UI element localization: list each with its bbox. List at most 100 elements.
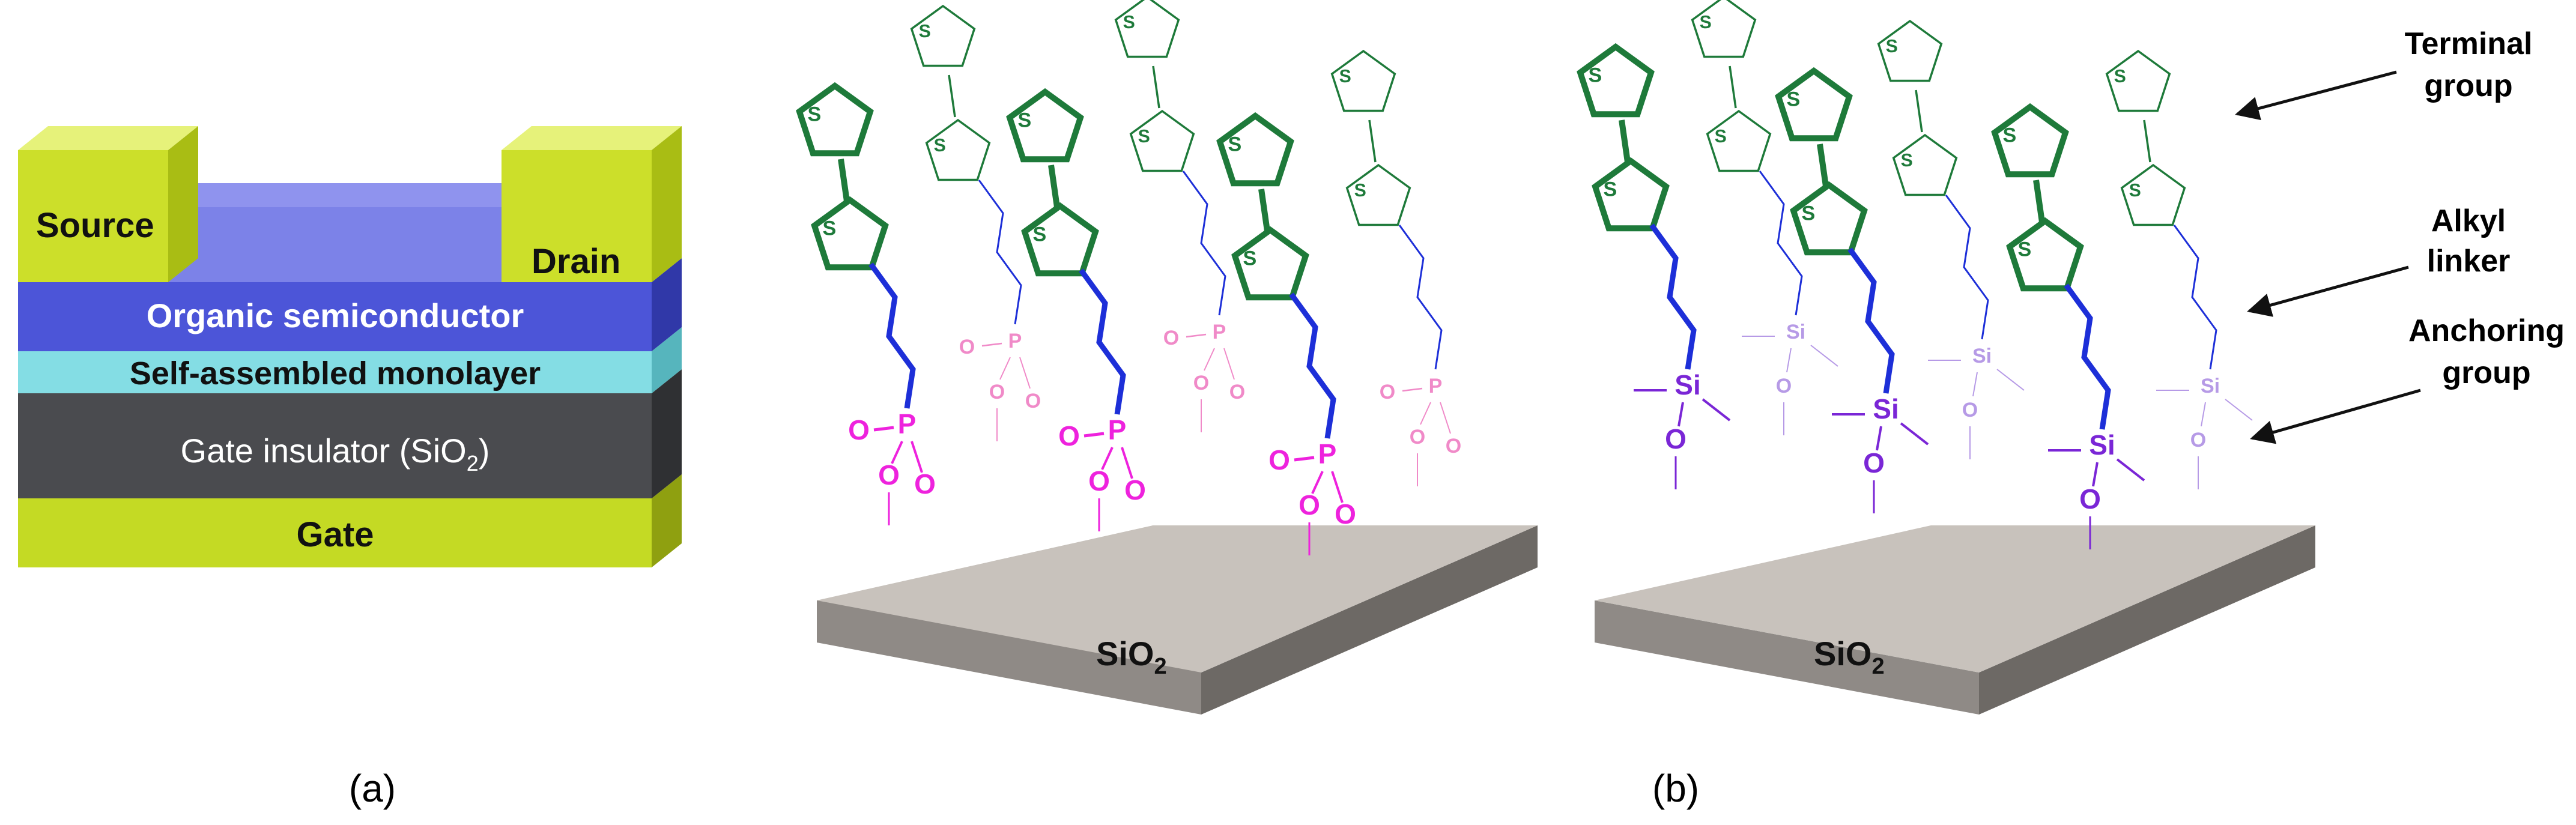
sulfur-atom: S bbox=[1138, 127, 1150, 147]
phosphorus-atom: P bbox=[898, 408, 917, 440]
ring-bond bbox=[838, 159, 850, 202]
si-methyl-bond bbox=[1996, 369, 2025, 391]
phosphorus-atom: P bbox=[1008, 330, 1022, 352]
terminal-arrow bbox=[2235, 70, 2397, 121]
thiophene-ring bbox=[1790, 181, 1868, 256]
sulfur-atom: S bbox=[1123, 13, 1135, 32]
p-o-bond bbox=[891, 441, 903, 464]
thiophene-ring bbox=[1592, 157, 1670, 232]
source-label: Source bbox=[36, 206, 154, 245]
caption-b: (b) bbox=[1652, 767, 1699, 810]
terminal-label-line1: Terminal bbox=[2405, 26, 2533, 61]
p-o-double-bond bbox=[1186, 333, 1207, 338]
ring-bond bbox=[1619, 119, 1631, 163]
p-o-bond bbox=[1420, 402, 1431, 425]
p-o-bond bbox=[1204, 348, 1215, 371]
sulfur-atom: S bbox=[2003, 124, 2017, 147]
oxygen-atom: O bbox=[1863, 447, 1885, 479]
oxygen-atom: O bbox=[1410, 426, 1425, 449]
p-o-bond bbox=[1440, 402, 1451, 434]
caption-a: (a) bbox=[349, 767, 396, 810]
thiophene-ring bbox=[1231, 226, 1309, 301]
oxygen-atom: O bbox=[1299, 489, 1320, 521]
p-o-double-bond bbox=[1402, 387, 1423, 392]
si-o-bond bbox=[2201, 402, 2206, 427]
oxygen-double-bond: O bbox=[959, 336, 975, 358]
sulfur-atom: S bbox=[1715, 127, 1727, 147]
sulfur-atom: S bbox=[1604, 178, 1617, 201]
si-methyl-bond bbox=[1900, 422, 1929, 446]
ring-bond bbox=[1152, 65, 1160, 109]
terminal-group-annotation: Terminal group bbox=[2235, 26, 2533, 121]
silicon-atom: Si bbox=[2201, 375, 2220, 397]
p-o-bond bbox=[1311, 471, 1324, 494]
sam-layer bbox=[18, 327, 682, 393]
thiophene-ring bbox=[1330, 49, 1396, 112]
sulfur-atom: S bbox=[1700, 13, 1712, 32]
thiophene-ring bbox=[796, 82, 874, 157]
alkyl-linker bbox=[1945, 195, 1989, 340]
p-o-bond bbox=[999, 357, 1011, 380]
thiophene-ring bbox=[2105, 49, 2171, 112]
p-o-bond bbox=[911, 441, 923, 473]
gate-insulator-label: Gate insulator (SiO2) bbox=[181, 432, 490, 476]
anchoring-label-line1: Anchoring bbox=[2408, 313, 2565, 348]
si-o-bond bbox=[2092, 462, 2099, 487]
alkyl-linker bbox=[978, 180, 1022, 325]
oxygen-atom: O bbox=[1193, 372, 1209, 394]
oxygen-atom: O bbox=[914, 468, 936, 500]
anchoring-arrow bbox=[2250, 388, 2421, 444]
thiophene-ring bbox=[1577, 43, 1655, 118]
semiconductor-layer bbox=[18, 183, 682, 351]
source-electrode bbox=[18, 126, 198, 282]
oxygen-atom: O bbox=[1962, 399, 1978, 422]
thiophene-ring bbox=[1216, 112, 1294, 187]
oxygen-double-bond: O bbox=[1268, 444, 1290, 476]
phosphorus-atom: P bbox=[1213, 321, 1226, 343]
substrate-left: SiO2 bbox=[817, 525, 1538, 715]
p-o-bond bbox=[1223, 348, 1235, 380]
si-methyl-bond bbox=[2116, 458, 2145, 482]
alkyl-label-line2: linker bbox=[2427, 244, 2511, 279]
phosphorus-atom: P bbox=[1108, 414, 1127, 446]
ring-bond bbox=[2143, 119, 2151, 163]
p-o-double-bond bbox=[873, 426, 894, 432]
si-o-bond bbox=[1677, 402, 1684, 427]
sulfur-atom: S bbox=[808, 103, 822, 126]
drain-label: Drain bbox=[532, 242, 620, 281]
thiophene-ring bbox=[1991, 103, 2069, 178]
oxygen-atom: O bbox=[2190, 429, 2206, 452]
si-methyl-bond bbox=[1702, 398, 1731, 422]
silicon-atom: Si bbox=[1674, 369, 1700, 400]
ring-bond bbox=[2033, 180, 2045, 223]
oxygen-double-bond: O bbox=[848, 414, 870, 446]
p-o-double-bond bbox=[1294, 456, 1315, 462]
sulfur-atom: S bbox=[1787, 88, 1801, 111]
substrate-left-label: SiO2 bbox=[1096, 635, 1167, 679]
p-o-bond bbox=[1019, 357, 1031, 389]
thiophene-ring bbox=[1706, 109, 1772, 172]
thiophene-ring bbox=[1892, 133, 1958, 196]
gate-label: Gate bbox=[297, 515, 374, 554]
alkyl-label-line1: Alkyl bbox=[2431, 204, 2506, 238]
sulfur-atom: S bbox=[2018, 238, 2032, 261]
alkyl-linker-annotation: Alkyl linker bbox=[2247, 204, 2511, 317]
thiophene-ring bbox=[1114, 0, 1180, 58]
si-o-bond bbox=[1786, 348, 1792, 373]
ring-bond bbox=[1915, 89, 1923, 133]
ring-bond bbox=[1368, 119, 1377, 163]
oxygen-atom: O bbox=[878, 459, 900, 491]
silicon-atom: Si bbox=[1972, 345, 1992, 367]
thiophene-ring bbox=[1877, 19, 1943, 82]
p-o-double-bond bbox=[1083, 432, 1105, 438]
alkyl-linker bbox=[868, 262, 916, 409]
oxygen-atom: O bbox=[1124, 474, 1146, 506]
